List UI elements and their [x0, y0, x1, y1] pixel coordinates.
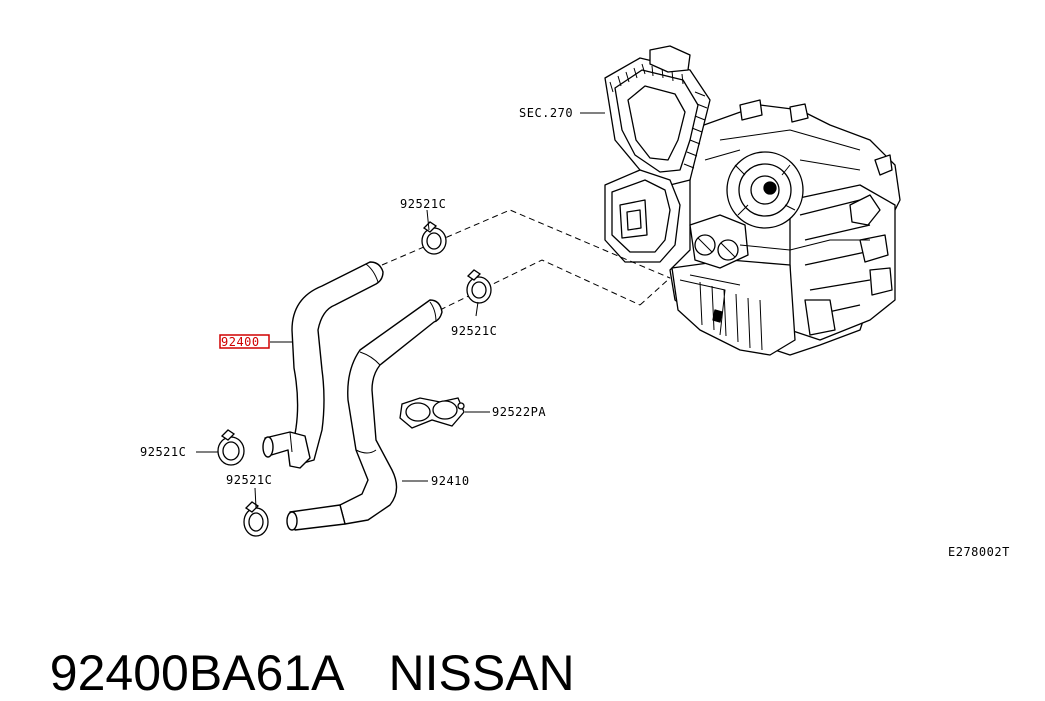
label-clamp-left: 92521C	[140, 445, 186, 459]
label-clamp-bottom: 92521C	[226, 473, 272, 487]
part-number: 92400BA61A	[49, 645, 345, 701]
parts-diagram: SEC.270 92521C 92521C 92400 92522PA 9252…	[140, 45, 1010, 559]
label-clamp-top-lower: 92521C	[451, 324, 497, 338]
outlet-hose-92410	[286, 299, 443, 531]
connection-guides	[381, 209, 671, 311]
label-hose-92410: 92410	[431, 474, 470, 488]
label-hose-92400[interactable]: 92400	[221, 335, 260, 349]
heater-unit-drawing	[604, 45, 901, 356]
label-clamp-top-upper: 92521C	[400, 197, 446, 211]
label-sec-270: SEC.270	[519, 106, 573, 120]
label-bracket-92522pa: 92522PA	[492, 405, 546, 419]
hose-bracket-92522pa	[399, 397, 465, 429]
brand-name: NISSAN	[388, 645, 575, 701]
hose-clamps	[217, 221, 492, 537]
highlight-box	[219, 334, 270, 349]
figure-code: E278002T	[948, 545, 1010, 559]
leader-lines	[196, 112, 605, 509]
inlet-hose-92400	[262, 261, 384, 469]
part-caption: 92400BA61A NISSAN	[22, 598, 575, 698]
